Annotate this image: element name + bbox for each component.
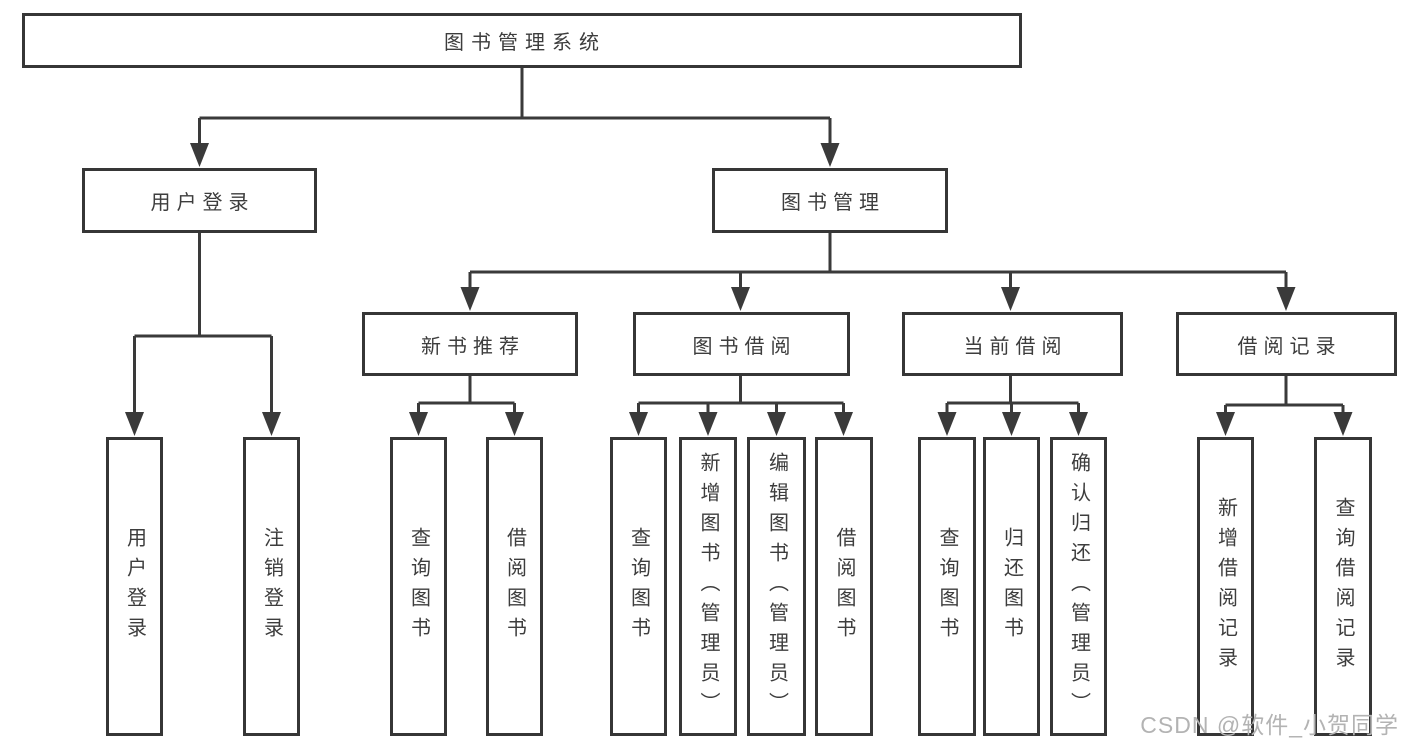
csdn-watermark: CSDN @软件_小贺同学 <box>1140 712 1399 738</box>
connector-borrow-records-to-leaves <box>1216 376 1353 436</box>
leaf-query-books-current-label: 查询图书 <box>936 526 958 647</box>
leaf-borrow-books-recommend: 借阅图书 <box>486 437 543 736</box>
leaf-add-borrow-record: 新增借阅记录 <box>1197 437 1254 736</box>
node-borrow-records-label: 借阅记录 <box>1237 335 1342 358</box>
node-root-library-system: 图书管理系统 <box>22 13 1022 68</box>
node-user-login-label: 用户登录 <box>150 192 255 214</box>
leaf-user-login-label: 用户登录 <box>123 526 146 647</box>
leaf-query-books-borrow: 查询图书 <box>610 437 667 736</box>
leaf-query-borrow-record-label: 查询借阅记录 <box>1332 496 1354 677</box>
node-borrow-records: 借阅记录 <box>1176 312 1397 376</box>
node-book-borrow: 图书借阅 <box>633 312 850 376</box>
connector-user-login-to-leaves <box>125 233 281 436</box>
leaf-borrow-books: 借阅图书 <box>815 437 873 736</box>
node-user-login: 用户登录 <box>82 168 317 233</box>
node-new-book-recommend: 新书推荐 <box>362 312 578 376</box>
leaf-borrow-books-recommend-label: 借阅图书 <box>503 526 526 647</box>
node-root-label: 图书管理系统 <box>444 32 606 54</box>
node-book-borrow-label: 图书借阅 <box>692 335 797 358</box>
leaf-user-login: 用户登录 <box>106 437 163 736</box>
connector-root-to-level2 <box>190 68 840 167</box>
leaf-add-books-admin: 新增图书（管理员） <box>679 437 737 736</box>
leaf-query-books-current: 查询图书 <box>918 437 976 736</box>
leaf-return-books-label: 归还图书 <box>1000 526 1023 647</box>
leaf-return-books: 归还图书 <box>983 437 1040 736</box>
leaf-query-books-recommend: 查询图书 <box>390 437 447 736</box>
connector-book-borrow-to-leaves <box>629 376 853 436</box>
leaf-query-books-borrow-label: 查询图书 <box>627 526 650 647</box>
leaf-edit-books-admin: 编辑图书（管理员） <box>747 437 806 736</box>
leaf-logout-label: 注销登录 <box>260 526 283 647</box>
leaf-borrow-books-label: 借阅图书 <box>833 526 855 647</box>
connector-book-management-to-level3 <box>460 233 1296 311</box>
leaf-confirm-return-admin: 确认归还（管理员） <box>1050 437 1107 736</box>
leaf-logout: 注销登录 <box>243 437 300 736</box>
leaf-confirm-return-admin-label: 确认归还（管理员） <box>1067 451 1090 722</box>
node-current-borrow-label: 当前借阅 <box>963 335 1068 358</box>
leaf-query-borrow-record: 查询借阅记录 <box>1314 437 1372 736</box>
connector-current-borrow-to-leaves <box>937 376 1088 436</box>
node-book-management-label: 图书管理 <box>781 192 885 214</box>
leaf-query-books-recommend-label: 查询图书 <box>407 526 430 647</box>
leaf-edit-books-admin-label: 编辑图书（管理员） <box>765 451 788 722</box>
leaf-add-books-admin-label: 新增图书（管理员） <box>697 451 719 722</box>
leaf-add-borrow-record-label: 新增借阅记录 <box>1214 496 1237 677</box>
node-book-management: 图书管理 <box>712 168 948 233</box>
node-new-book-recommend-label: 新书推荐 <box>421 335 525 358</box>
node-current-borrow: 当前借阅 <box>902 312 1123 376</box>
connector-new-book-to-leaves <box>409 376 524 436</box>
